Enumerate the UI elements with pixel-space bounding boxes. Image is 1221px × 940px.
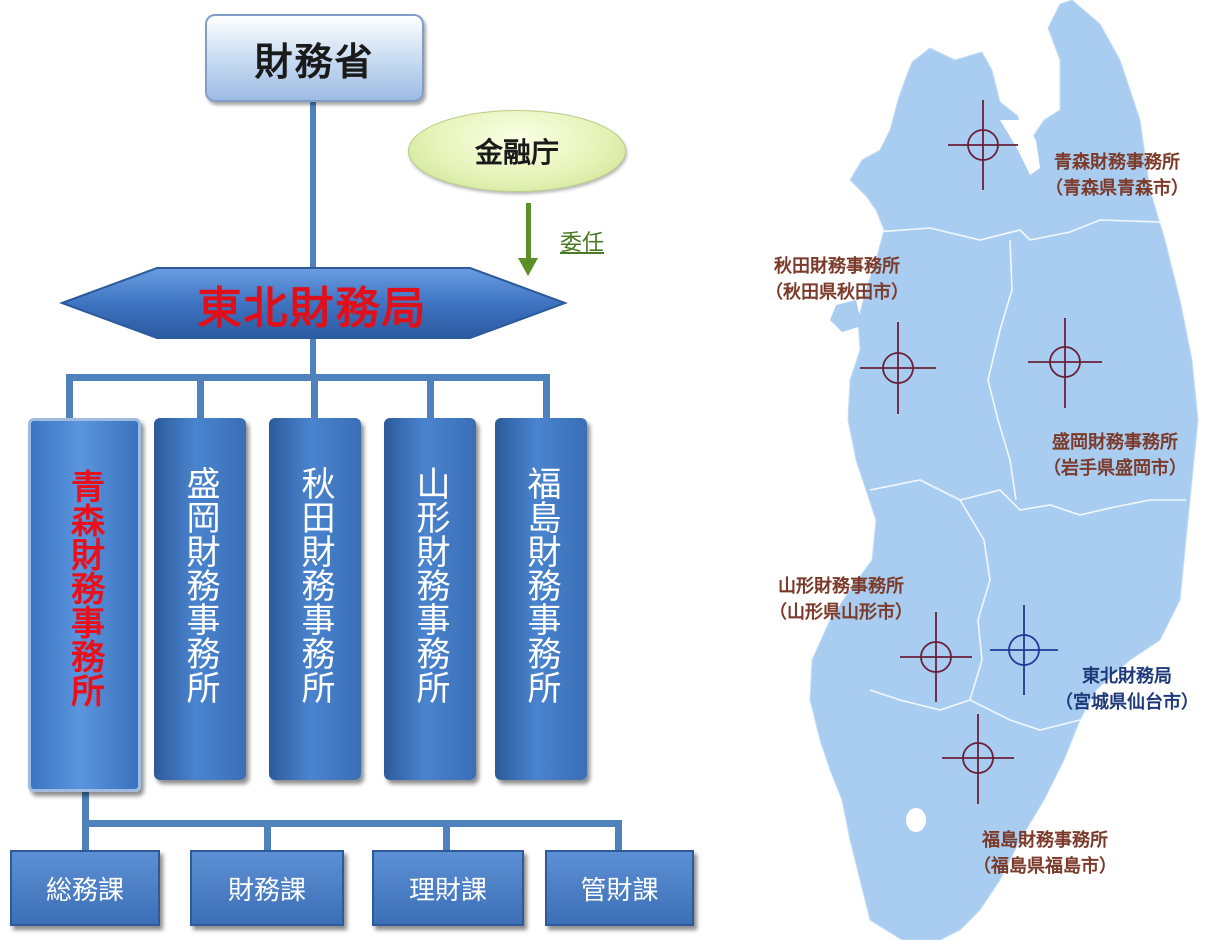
label-sendai: 東北財務局 （宮城県仙台市） (1038, 664, 1216, 716)
label-fukushima-name: 福島財務事務所 (982, 830, 1108, 851)
office-fukushima-label: 福島財務事務所 (521, 466, 561, 704)
connector-section-bar (82, 820, 622, 827)
label-morioka-city: （岩手県盛岡市） (1043, 458, 1187, 479)
section-label: 理財課 (408, 875, 487, 906)
label-morioka: 盛岡財務事務所 （岩手県盛岡市） (1026, 430, 1204, 482)
label-aomori-name: 青森財務事務所 (1054, 152, 1180, 173)
connector-office-3 (311, 374, 318, 420)
label-yamagata-city: （山形県山形市） (769, 602, 913, 623)
office-akita-label: 秋田財務事務所 (295, 466, 335, 704)
office-morioka[interactable]: 盛岡財務事務所 (154, 418, 246, 780)
connector-office-bar (66, 374, 550, 381)
label-fukushima-city: （福島県福島市） (973, 856, 1117, 877)
label-morioka-name: 盛岡財務事務所 (1052, 432, 1178, 453)
connector-section-1 (82, 820, 89, 852)
bureau-hexagon (59, 267, 568, 339)
section-finance[interactable]: 財務課 (190, 850, 344, 926)
section-financial-management[interactable]: 理財課 (372, 850, 524, 926)
label-akita-city: （秋田県秋田市） (765, 282, 909, 303)
tohoku-map-shape (809, 0, 1199, 940)
mutsu-bay (1000, 120, 1040, 175)
label-aomori-city: （青森県青森市） (1045, 178, 1189, 199)
label-akita-name: 秋田財務事務所 (774, 256, 900, 277)
marker-akita-icon (860, 322, 936, 414)
office-yamagata-label: 山形財務事務所 (410, 466, 450, 704)
section-label: 財務課 (227, 875, 306, 906)
connector-ministry-bureau (310, 98, 316, 270)
delegation-label: 委任 (560, 231, 605, 256)
label-sendai-name: 東北財務局 (1082, 666, 1172, 687)
marker-yamagata-icon (900, 612, 972, 702)
connector-section-4 (615, 820, 622, 852)
connector-office-4 (427, 374, 434, 420)
label-sendai-city: （宮城県仙台市） (1055, 692, 1199, 713)
delegation-arrow-shaft (526, 203, 531, 263)
section-label: 管財課 (580, 875, 659, 906)
tohoku-landmass (809, 0, 1199, 940)
office-akita[interactable]: 秋田財務事務所 (269, 418, 361, 780)
ministry-box: 財務省 (205, 14, 424, 102)
connector-aomori-sections (82, 786, 89, 826)
connector-section-3 (443, 820, 450, 852)
connector-office-2 (197, 374, 204, 420)
marker-fukushima-icon (942, 714, 1014, 804)
connector-section-2 (264, 820, 271, 852)
prefecture-boundaries (869, 219, 1186, 731)
label-yamagata-name: 山形財務事務所 (778, 576, 904, 597)
oga-peninsula (830, 300, 862, 332)
connector-office-1 (66, 374, 73, 420)
label-fukushima: 福島財務事務所 （福島県福島市） (956, 828, 1134, 880)
label-yamagata: 山形財務事務所 （山形県山形市） (752, 574, 930, 626)
ministry-label: 財務省 (254, 39, 375, 84)
office-aomori-label: 青森財務事務所 (64, 469, 105, 707)
label-akita: 秋田財務事務所 （秋田県秋田市） (748, 254, 926, 306)
bureau-label: 東北財務局 (197, 283, 428, 334)
connector-office-5 (543, 374, 550, 420)
office-aomori[interactable]: 青森財務事務所 (28, 418, 141, 792)
section-label: 総務課 (45, 875, 124, 906)
office-morioka-label: 盛岡財務事務所 (180, 466, 220, 704)
connector-bureau-offices (310, 338, 316, 378)
marker-sendai-icon (990, 605, 1058, 695)
marker-morioka-icon (1028, 318, 1102, 408)
office-yamagata[interactable]: 山形財務事務所 (384, 418, 476, 780)
small-island (906, 808, 926, 832)
agency-label: 金融庁 (474, 136, 559, 169)
section-general-affairs[interactable]: 総務課 (10, 850, 160, 926)
agency-ellipse: 金融庁 (408, 110, 626, 192)
section-property-management[interactable]: 管財課 (545, 850, 694, 926)
delegation-arrow-icon (518, 258, 538, 276)
office-fukushima[interactable]: 福島財務事務所 (495, 418, 587, 780)
label-aomori: 青森財務事務所 （青森県青森市） (1028, 150, 1206, 202)
marker-aomori-icon (948, 100, 1018, 190)
